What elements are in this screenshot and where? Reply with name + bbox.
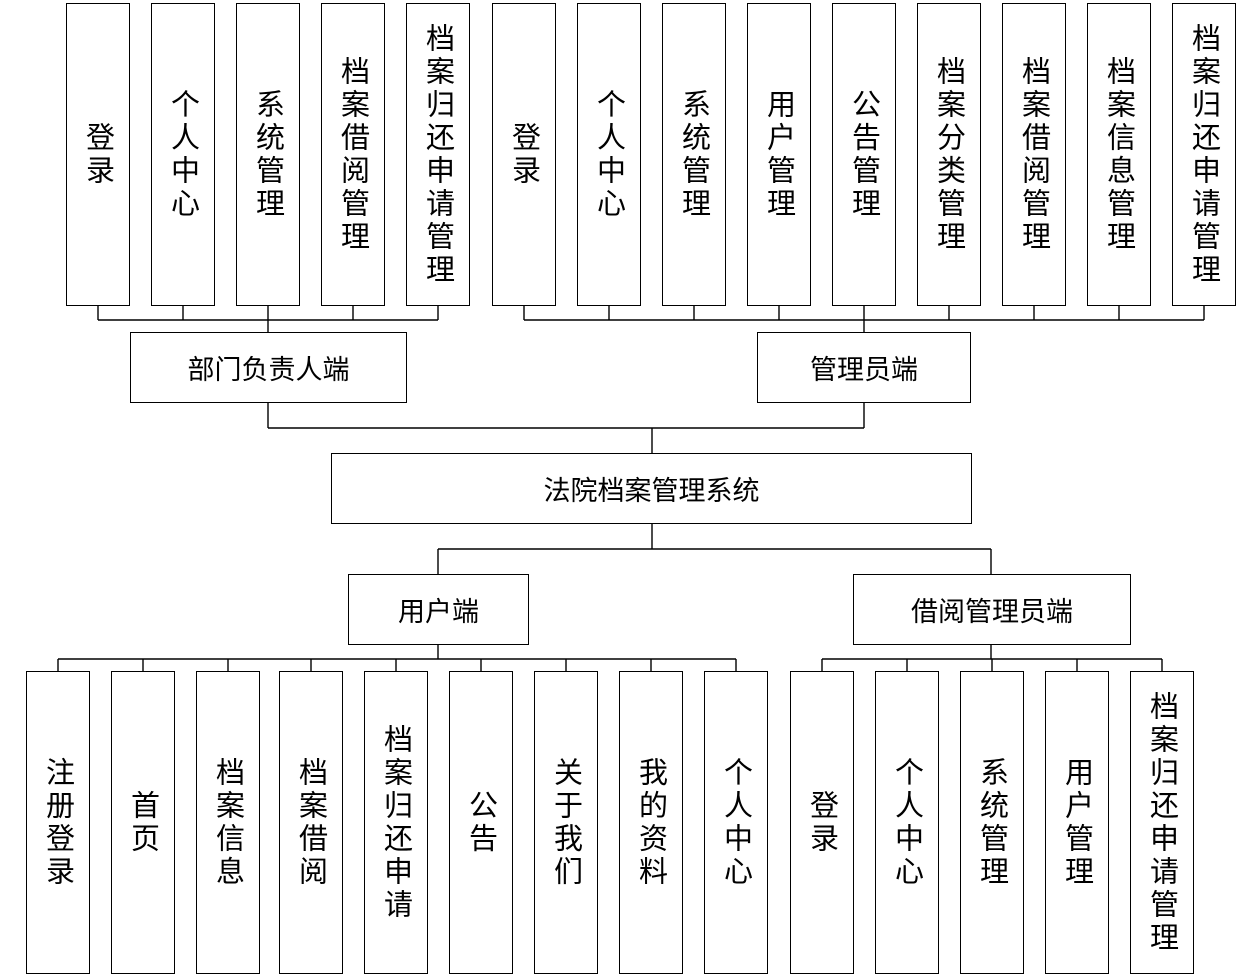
admin-function-box: 用户管理 (747, 3, 811, 306)
admin-function-box: 公告管理 (832, 3, 896, 306)
borrow-function-box: 系统管理 (960, 671, 1024, 974)
dept-function-box: 系统管理 (236, 3, 300, 306)
user-function-box: 档案归还申请 (364, 671, 428, 974)
borrow-function-box: 个人中心 (875, 671, 939, 974)
dept-function-box: 登录 (66, 3, 130, 306)
admin-function-box: 个人中心 (577, 3, 641, 306)
dept-function-box: 档案归还申请管理 (406, 3, 470, 306)
borrow-function-box: 用户管理 (1045, 671, 1109, 974)
admin-function-box: 档案借阅管理 (1002, 3, 1066, 306)
user-function-box: 我的资料 (619, 671, 683, 974)
user-function-box: 公告 (449, 671, 513, 974)
dept-function-box: 个人中心 (151, 3, 215, 306)
borrow-function-box: 档案归还申请管理 (1130, 671, 1194, 974)
dept-head-node: 部门负责人端 (130, 332, 407, 403)
admin-node: 管理员端 (757, 332, 971, 403)
borrow-admin-node: 借阅管理员端 (853, 574, 1131, 645)
admin-function-box: 登录 (492, 3, 556, 306)
dept-function-box: 档案借阅管理 (321, 3, 385, 306)
admin-function-box: 档案信息管理 (1087, 3, 1151, 306)
user-node: 用户端 (348, 574, 529, 645)
admin-function-box: 档案归还申请管理 (1172, 3, 1236, 306)
root-node: 法院档案管理系统 (331, 453, 972, 524)
user-function-box: 个人中心 (704, 671, 768, 974)
admin-function-box: 系统管理 (662, 3, 726, 306)
admin-function-box: 档案分类管理 (917, 3, 981, 306)
user-function-box: 注册登录 (26, 671, 90, 974)
user-function-box: 档案借阅 (279, 671, 343, 974)
borrow-function-box: 登录 (790, 671, 854, 974)
user-function-box: 档案信息 (196, 671, 260, 974)
user-function-box: 关于我们 (534, 671, 598, 974)
user-function-box: 首页 (111, 671, 175, 974)
